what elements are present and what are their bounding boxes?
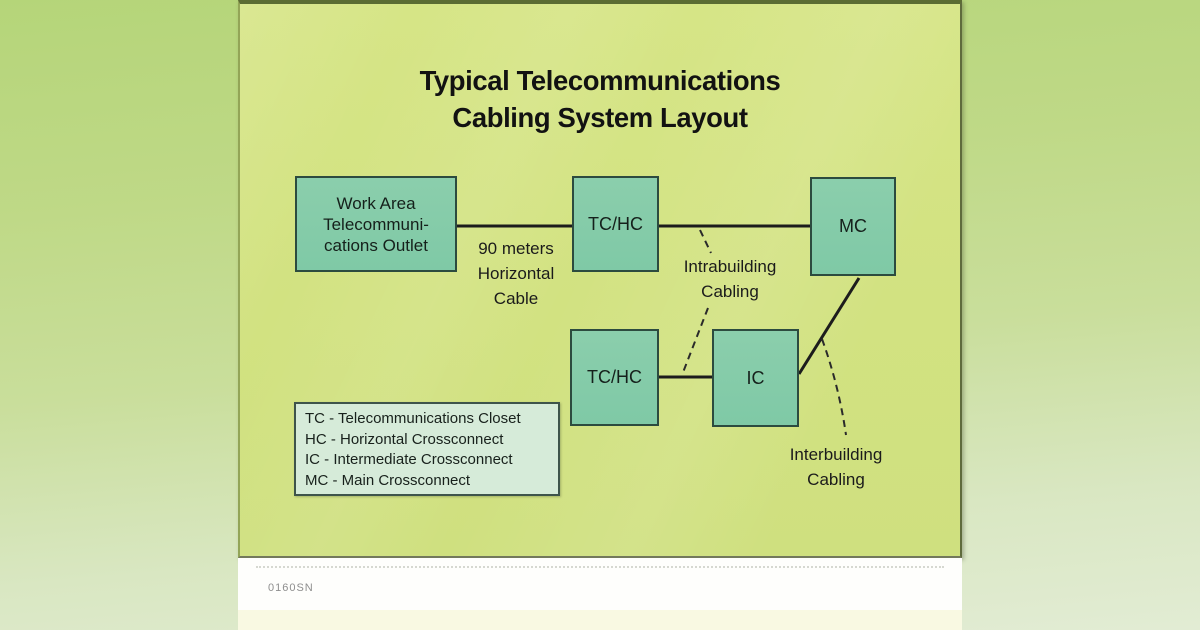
node-tc-hc-bottom: TC/HC <box>570 329 659 426</box>
diagram-title: Typical Telecommunications Cabling Syste… <box>247 62 953 136</box>
node-work-area-line3: cations Outlet <box>324 235 428 255</box>
connector-mc-ic <box>797 277 861 375</box>
footer-strip: 0160SN <box>238 558 962 610</box>
node-work-area-outlet: Work Area Telecommuni- cations Outlet <box>295 176 457 272</box>
node-tc-hc-top: TC/HC <box>572 176 659 272</box>
footer-accent-strip <box>238 610 962 630</box>
legend-item-tc: TC - Telecommunications Closet <box>305 410 521 427</box>
legend-box: TC - Telecommunications Closet HC - Hori… <box>294 402 560 496</box>
label-horizontal-cable-line2: Horizontal <box>477 264 555 283</box>
node-work-area-line2: Telecommuni- <box>323 214 429 234</box>
footer-code: 0160SN <box>268 582 314 594</box>
node-mc-label: MC <box>839 216 867 236</box>
legend-item-hc: HC - Horizontal Crossconnect <box>305 430 504 448</box>
node-mc: MC <box>810 177 896 276</box>
legend-item-ic: IC - Intermediate Crossconnect <box>305 451 513 468</box>
node-ic-label: IC <box>746 367 765 388</box>
node-ic: IC <box>712 329 799 427</box>
node-tc-hc-top-label: TC/HC <box>588 213 643 234</box>
legend-item-mc: MC - Main Crossconnect <box>305 471 471 489</box>
label-intrabuilding-line2: Cabling <box>701 282 759 301</box>
diagram-title-line1: Typical Telecommunications <box>419 65 781 96</box>
diagram-title-line2: Cabling System Layout <box>452 102 748 133</box>
leader-intrabuilding-upper <box>699 229 712 254</box>
label-interbuilding-cabling: Interbuilding Cabling <box>790 442 883 492</box>
footer-dotted-divider <box>256 566 944 568</box>
diagram-panel: Typical Telecommunications Cabling Syste… <box>238 0 962 558</box>
label-horizontal-cable: 90 meters Horizontal Cable <box>478 236 555 311</box>
label-interbuilding-line1: Interbuilding <box>789 445 883 464</box>
label-interbuilding-line2: Cabling <box>807 470 865 489</box>
label-horizontal-cable-line1: 90 meters <box>478 239 554 258</box>
node-tc-hc-bottom-label: TC/HC <box>587 367 642 387</box>
label-horizontal-cable-line3: Cable <box>493 289 539 308</box>
label-intrabuilding-cabling: Intrabuilding Cabling <box>684 254 777 304</box>
node-work-area-line1: Work Area <box>336 193 416 213</box>
label-intrabuilding-line1: Intrabuilding <box>683 257 777 276</box>
leader-interbuilding <box>821 338 847 436</box>
leader-intrabuilding-lower <box>681 307 709 376</box>
